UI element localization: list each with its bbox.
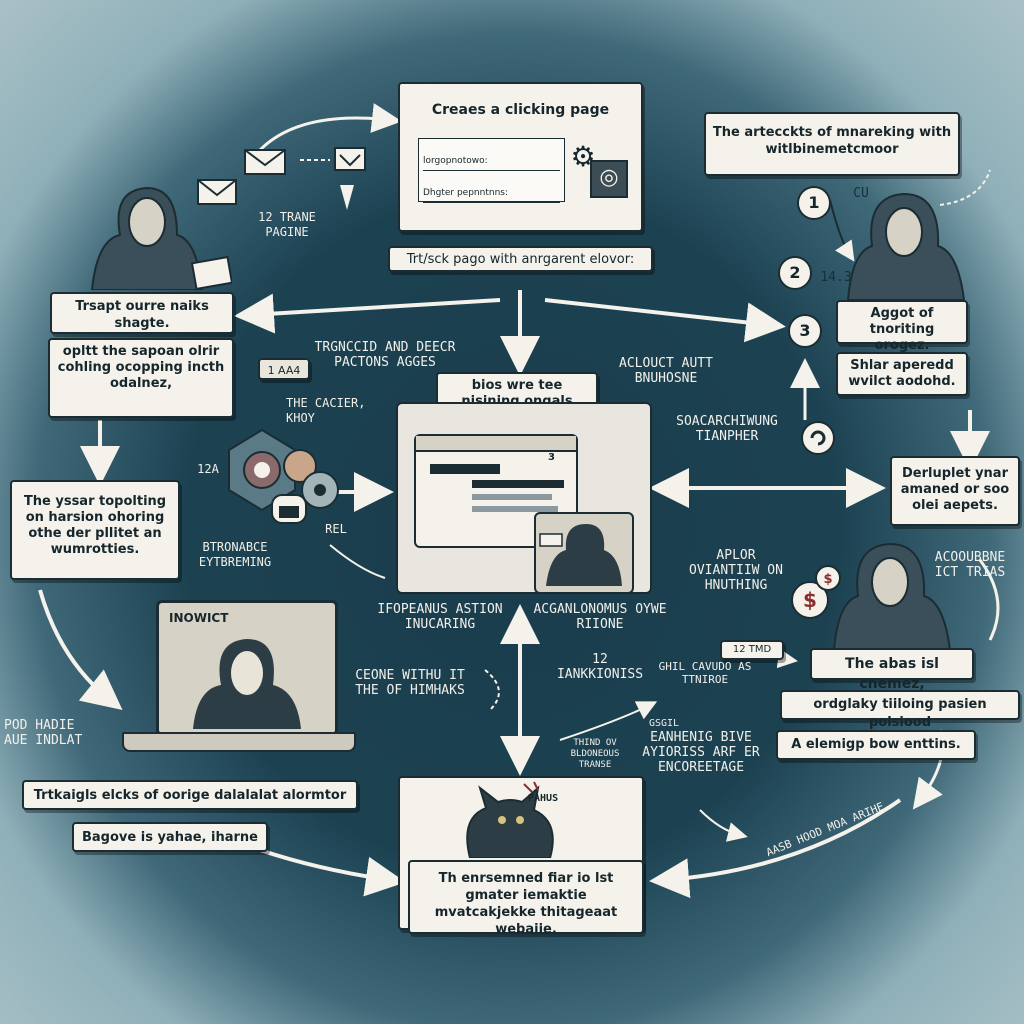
clicking-page-form: lorgopnotowo: Dhgter pepnntnns: bbox=[418, 138, 565, 203]
note-eanhenig: EANHENIG BIVE AYIORISS ARF ER ENCOREETAG… bbox=[642, 730, 760, 775]
arrow-left-loop bbox=[38, 589, 123, 710]
clicking-page-title: Creaes a clicking page bbox=[431, 102, 610, 118]
hooded-hacker-top-right bbox=[846, 192, 966, 300]
center-window-hacker bbox=[534, 512, 634, 594]
arrow-right-loop bbox=[978, 559, 1000, 641]
svg-text:$: $ bbox=[803, 588, 817, 612]
final-box: Th enrsemned fiar io lst gmater iemaktie… bbox=[408, 860, 644, 937]
center-badge-number: 3 bbox=[548, 452, 555, 463]
left-box-2: The yssar topolting on harsion ohoring o… bbox=[10, 480, 180, 580]
trick-page-caption: Trt/sck pago with anrgarent elovor: bbox=[388, 246, 653, 272]
arrow-center-left bbox=[234, 293, 501, 334]
step-number-2-label: 14.3 bbox=[820, 270, 852, 285]
laptop-screen: INOWICT bbox=[156, 600, 338, 736]
top-right-callout: The artecckts of mnareking with witlbine… bbox=[704, 112, 960, 176]
dollar-coin-icon: $ $ bbox=[791, 565, 841, 619]
target-icon: ◎ bbox=[590, 160, 628, 198]
arrow-small-3 bbox=[484, 669, 500, 711]
clicking-page-panel: Creaes a clicking page lorgopnotowo: Dhg… bbox=[398, 82, 643, 232]
arrow-center-right bbox=[544, 298, 786, 343]
form-field-1[interactable]: lorgopnotowo: bbox=[423, 153, 560, 171]
right-box-2: Shlar aperedd wvilct aodohd. bbox=[836, 352, 968, 396]
laptop: INOWICT bbox=[122, 600, 356, 752]
right-box-ordglaky: ordglaky tiiloing pasien polsiood bbox=[780, 690, 1020, 730]
small-tag-aa4: 1 AA4 bbox=[258, 358, 310, 380]
right-box-elemigp: A elemigp bow enttins. bbox=[776, 730, 976, 760]
small-box-12-tmd: 12 TMD bbox=[720, 640, 784, 660]
step-number-1: 1 bbox=[797, 186, 831, 220]
note-gsgil: GSGIL bbox=[648, 718, 680, 729]
laptop-label: INOWICT bbox=[169, 611, 229, 625]
label-ghil-cavudo: GHIL CAVUDO AS TTNIROE bbox=[658, 660, 752, 686]
label-bottom-left: IFOPEANUS ASTION INUCARING bbox=[377, 602, 503, 632]
window-titlebar bbox=[416, 436, 576, 452]
label-bottom-center: ACGANLONOMUS OYWE RIIONE bbox=[533, 602, 667, 632]
form-field-2[interactable]: Dhgter pepnntnns: bbox=[423, 185, 560, 203]
label-account-auth: ACLOUCT AUTT BNUHOSNE bbox=[619, 356, 713, 386]
arrow-bottom-left bbox=[259, 848, 406, 897]
bottom-box-trikaigls: Trtkaigls elcks of oorige dalalalat alor… bbox=[22, 780, 358, 810]
note-12-iankkioniss: 12 IANKKIONISS bbox=[556, 652, 644, 682]
arrow-bottom-right bbox=[649, 798, 902, 899]
label-track-and-deceive: TRGNCCID AND DEECR PACTONS AGGES bbox=[314, 340, 456, 370]
arrow-small-4 bbox=[329, 544, 386, 579]
note-ceone: CEONE WITHU IT THE OF HIMHAKS bbox=[355, 668, 465, 698]
right-box-abas: The abas isl cnemez, bbox=[810, 648, 974, 692]
left-box-1: opltt the sapoan olrir cohling ocopping … bbox=[48, 338, 234, 418]
cat-label: PAHUS bbox=[528, 793, 559, 804]
step-label-train-page: 12 TRANE PAGINE bbox=[258, 210, 316, 239]
note-thind: THIND OV BLDONEOUS TRANSE bbox=[570, 738, 620, 770]
label-rel: REL bbox=[325, 522, 347, 536]
hooded-hacker-top-left bbox=[90, 186, 232, 290]
hooded-hacker-right bbox=[832, 542, 952, 650]
svg-text:$: $ bbox=[823, 572, 832, 587]
window-bar bbox=[472, 494, 552, 500]
label-pod-hadie: POD HADIE AUE INDLAT bbox=[4, 718, 83, 748]
hacker-in-laptop-icon bbox=[193, 639, 301, 729]
step-number-1-label: CU bbox=[853, 186, 869, 201]
label-aplor: APLOR OVIANTIIW ON HNUTHING bbox=[689, 548, 783, 593]
gear-cluster-icon bbox=[228, 428, 339, 524]
caption-left-extremes: BTRONABCE EYTBREMING bbox=[198, 540, 272, 569]
label-searching-transfer: SOACARCHIWUNG TIANPHER bbox=[676, 414, 778, 444]
envelope-icon bbox=[197, 147, 366, 210]
small-tag-12a: 12A bbox=[197, 462, 219, 476]
window-bar bbox=[472, 480, 564, 488]
laptop-keyboard bbox=[122, 732, 356, 752]
window-bar bbox=[430, 464, 500, 474]
label-acoubbne: ACOOUBBNE ICT TRIAS bbox=[934, 550, 1006, 580]
step-number-3: 3 bbox=[788, 314, 822, 348]
dashed-line-right bbox=[939, 169, 991, 206]
dashed-line-num bbox=[829, 199, 855, 262]
hacker-silhouette-icon bbox=[539, 524, 622, 586]
bottom-box-bagove: Bagove is yahae, iharne bbox=[72, 822, 268, 852]
right-box-top: Derluplet ynar amaned or soo olei aepets… bbox=[890, 456, 1020, 526]
cat-icon bbox=[466, 781, 554, 858]
arrow-top-curve bbox=[258, 103, 402, 152]
step-number-2: 2 bbox=[778, 256, 812, 290]
spiral-icon bbox=[801, 421, 835, 455]
window-bar bbox=[472, 506, 558, 512]
arrow-small-6 bbox=[699, 809, 748, 842]
label-the-cacier: THE CACIER, KHOY bbox=[286, 396, 366, 425]
arrow-small-2 bbox=[559, 701, 658, 741]
hacker-caption: Trsapt ourre naiks shagte. bbox=[50, 292, 234, 334]
right-box-1: Aggot of tnoriting orogez. bbox=[836, 300, 968, 353]
